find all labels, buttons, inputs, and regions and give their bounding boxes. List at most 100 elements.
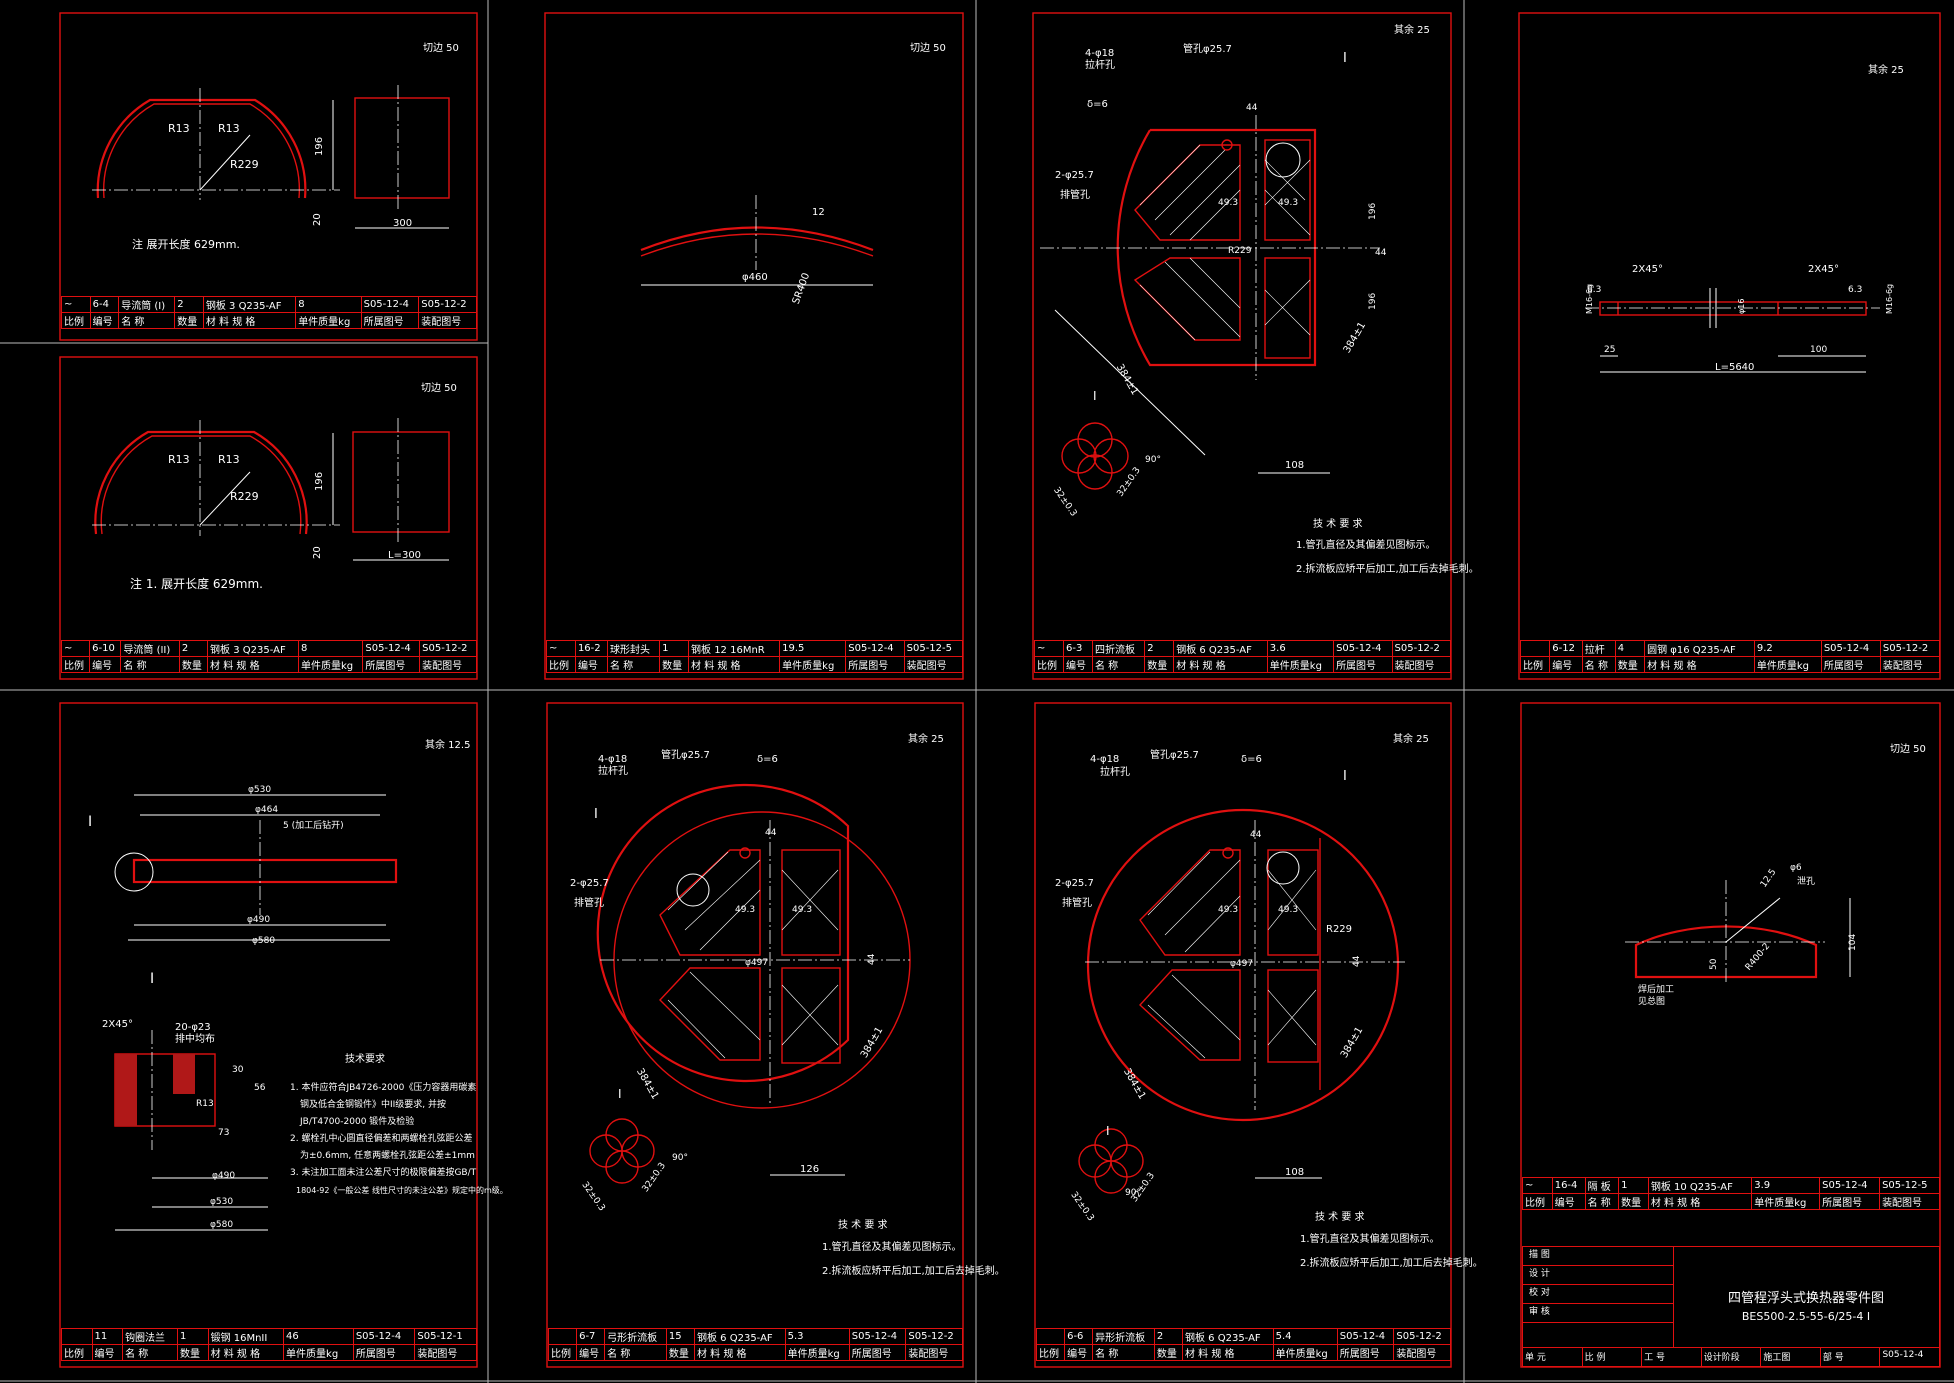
section-label: I bbox=[150, 971, 154, 987]
dim-label: 384±1 bbox=[1114, 362, 1140, 397]
dim-label: R229 bbox=[1326, 924, 1352, 935]
dim-label: R13 bbox=[168, 453, 190, 466]
panel-6: 其余 12.5 φ530 φ464 5 (加工后钻开) φ490 φ580 I … bbox=[88, 738, 508, 1231]
roughness-mark: 切边 50 bbox=[910, 42, 946, 54]
dim-label: 32±0.3 bbox=[579, 1180, 606, 1213]
roughness-mark: 切边 50 bbox=[421, 382, 457, 394]
dim-label: φ490 bbox=[212, 1171, 235, 1181]
panel-7: 其余 25 4-φ18 拉杆孔 管孔φ25.7 δ=6 I 2-φ25.7 排管… bbox=[570, 732, 1005, 1277]
dim-label: 49.3 bbox=[1218, 198, 1238, 208]
dim-label: 见总图 bbox=[1638, 995, 1665, 1007]
roughness-mark: 其余 25 bbox=[908, 732, 944, 745]
tech-note: 2.拆流板应矫平后加工,加工后去掉毛刺。 bbox=[1300, 1256, 1483, 1269]
section-label: I bbox=[618, 1087, 622, 1101]
dim-label: 196 bbox=[1368, 293, 1378, 310]
dim-label: 90° bbox=[1125, 1188, 1141, 1198]
dim-label: 44 bbox=[1250, 830, 1262, 840]
dim-label: 6.3 bbox=[1848, 285, 1862, 295]
dim-label: 排管孔 bbox=[1062, 896, 1092, 909]
dim-label: 32±0.3 bbox=[1068, 1190, 1095, 1223]
tech-note: 2. 螺栓孔中心圆直径偏差和两螺栓孔弦距公差 bbox=[290, 1132, 472, 1144]
dim-label: δ=6 bbox=[1241, 754, 1262, 765]
dim-label: 泄孔 bbox=[1797, 875, 1815, 887]
dim-label: 384±1 bbox=[634, 1067, 660, 1102]
row-label: 设 计 bbox=[1523, 1266, 1673, 1285]
dim-label: φ16 bbox=[1737, 299, 1746, 314]
dim-label: 126 bbox=[800, 1164, 819, 1175]
dim-label: 104 bbox=[1848, 934, 1858, 951]
dim-label: φ530 bbox=[210, 1197, 233, 1207]
dim-label: φ6 bbox=[1790, 863, 1802, 873]
dim-label: δ=6 bbox=[1087, 99, 1108, 110]
dim-label: R400-2 bbox=[1744, 941, 1772, 972]
section-label: I bbox=[1343, 769, 1347, 784]
tech-note: 1804-92《一般公差 线性尺寸的未注公差》规定中的m级。 bbox=[296, 1185, 508, 1195]
dim-label: 49.3 bbox=[792, 905, 812, 915]
dim-label: φ464 bbox=[255, 805, 278, 815]
dim-label: L=300 bbox=[388, 550, 421, 561]
dim-label: R13 bbox=[196, 1099, 214, 1109]
tech-note: 2.拆流板应矫平后加工,加工后去掉毛刺。 bbox=[1296, 562, 1479, 575]
panel-1: 切边 50 R13 R13 R229 196 20 300 注 展开长度 629… bbox=[92, 42, 459, 251]
dim-label: 49.3 bbox=[1278, 905, 1298, 915]
section-label: I bbox=[1343, 51, 1347, 66]
dim-label: 20 bbox=[312, 546, 323, 559]
dim-label: 4-φ18 bbox=[1085, 48, 1114, 59]
flange-section bbox=[114, 1030, 216, 1150]
detail-I bbox=[589, 1118, 655, 1184]
dim-label: φ580 bbox=[210, 1220, 233, 1230]
dim-label: φ490 bbox=[247, 915, 270, 925]
tech-note: 1.管孔直径及其偏差见图标示。 bbox=[1300, 1232, 1440, 1245]
dim-label: 管孔φ25.7 bbox=[1150, 748, 1199, 761]
tech-title: 技 术 要 求 bbox=[1315, 1210, 1365, 1223]
tech-note: 钢及低合金钢锻件》中II级要求, 并按 bbox=[300, 1098, 446, 1110]
dim-label: 108 bbox=[1285, 460, 1304, 471]
dim-label: 108 bbox=[1285, 1167, 1304, 1178]
dim-label: 4-φ18 bbox=[598, 754, 627, 765]
roughness-mark: 其余 25 bbox=[1394, 23, 1430, 36]
main-title-block: 描 图 设 计 校 对 审 核 四管程浮头式换热器零件图 BES500-2.5-… bbox=[1522, 1246, 1940, 1367]
dim-label: 5 (加工后钻开) bbox=[283, 819, 344, 831]
dim-label: 排管孔 bbox=[1060, 188, 1090, 201]
tech-title: 技术要求 bbox=[345, 1052, 385, 1065]
title-area: 四管程浮头式换热器零件图 BES500-2.5-55-6/25-4 I bbox=[1673, 1247, 1939, 1347]
tech-title: 技 术 要 求 bbox=[838, 1218, 888, 1231]
dim-label: L=5640 bbox=[1715, 362, 1754, 373]
row-label: 描 图 bbox=[1523, 1247, 1673, 1266]
dim-label: 2-φ25.7 bbox=[1055, 878, 1094, 889]
panel-3: 切边 50 φ460 12 SR400 bbox=[640, 42, 946, 306]
dim-label: 2X45° bbox=[102, 1019, 133, 1030]
dim-label: 2-φ25.7 bbox=[1055, 170, 1094, 181]
roughness-mark: 其余 12.5 bbox=[425, 738, 470, 751]
roughness-mark: 切边 50 bbox=[1890, 743, 1926, 755]
dim-label: 44 bbox=[1246, 103, 1258, 113]
dim-label: 300 bbox=[393, 218, 412, 229]
dim-label: 排中均布 bbox=[175, 1032, 215, 1045]
note-text: 注 展开长度 629mm. bbox=[132, 237, 240, 251]
dim-label: 90° bbox=[672, 1153, 688, 1163]
roughness-mark: 切边 50 bbox=[423, 42, 459, 54]
panel-9: 切边 50 φ6 12.5 泄孔 50 R400-2 104 焊后加工 见总图 bbox=[1625, 743, 1926, 1007]
dim-label: 12.5 bbox=[1759, 867, 1779, 889]
tube-hatch bbox=[1139, 144, 1311, 341]
tech-note: JB/T4700-2000 锻件及检验 bbox=[299, 1115, 414, 1127]
dim-label: R229 bbox=[230, 490, 259, 503]
dim-label: 焊后加工 bbox=[1638, 983, 1674, 995]
dim-label: 44 bbox=[765, 828, 777, 838]
tube-hatch bbox=[1147, 851, 1317, 1059]
dim-label: 32±0.3 bbox=[1051, 486, 1078, 519]
dim-label: 拉杆孔 bbox=[598, 764, 628, 777]
dim-label: 20-φ23 bbox=[175, 1022, 211, 1033]
dim-label: M16-6g bbox=[1585, 284, 1594, 314]
tech-note: 3. 未注加工面未注公差尺寸的极限偏差按GB/T bbox=[290, 1166, 477, 1178]
